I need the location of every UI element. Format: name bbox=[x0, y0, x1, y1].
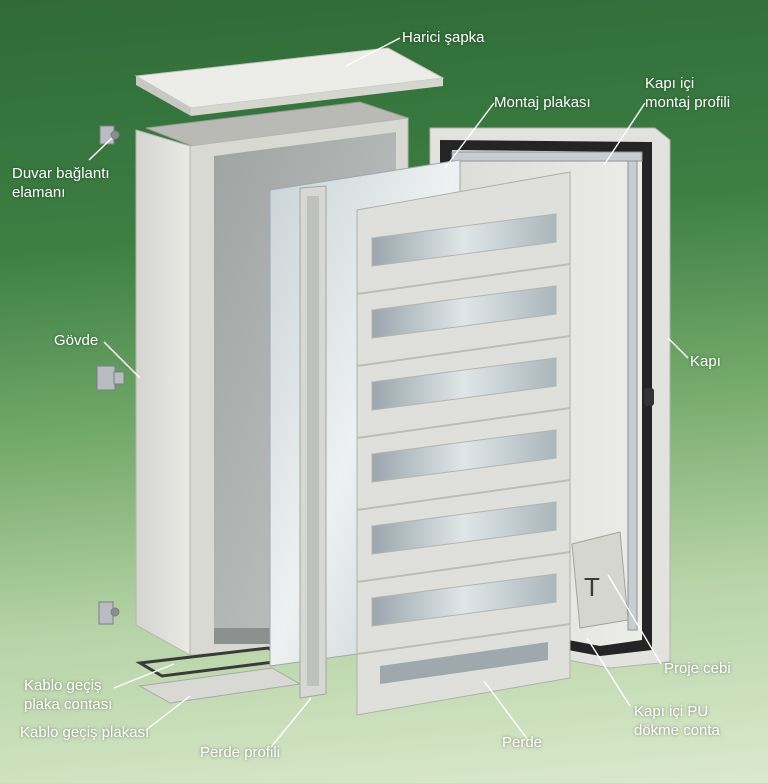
label-kablo-gecis-conta-line1: Kablo geçiş bbox=[24, 677, 102, 694]
label-perde-profili: Perde profili bbox=[200, 744, 281, 761]
curtain-panels bbox=[356, 171, 571, 716]
top-hat bbox=[134, 47, 445, 116]
curtain-profile-part bbox=[299, 185, 327, 699]
label-duvar-baglanti-line2: elamanı bbox=[12, 184, 66, 201]
label-kapi-ici-pu-line1: Kapı içi PU bbox=[634, 703, 709, 720]
label-kablo-gecis-plakasi: Kablo geçiş plakası bbox=[20, 724, 150, 741]
wall-brackets bbox=[96, 125, 125, 625]
project-pocket-letter: T bbox=[584, 572, 600, 602]
cable-gland-plate bbox=[138, 667, 302, 704]
label-kablo-gecis-conta-line2: plaka contası bbox=[24, 696, 113, 713]
leader-lines bbox=[88, 37, 689, 747]
label-harici-sapka: Harici şapka bbox=[402, 29, 485, 46]
label-kapi: Kapı bbox=[690, 353, 721, 370]
label-kapi-ici-profil-line1: Kapı içi bbox=[645, 75, 695, 92]
label-perde: Perde bbox=[502, 734, 543, 751]
label-proje-cebi: Proje cebi bbox=[664, 660, 731, 677]
label-montaj-plakasi: Montaj plakası bbox=[494, 94, 591, 111]
label-duvar-baglanti-line1: Duvar bağlantı bbox=[12, 165, 110, 182]
label-govde: Gövde bbox=[54, 332, 99, 349]
label-kapi-ici-pu-line2: dökme conta bbox=[634, 722, 720, 739]
label-kapi-ici-profil-line2: montaj profili bbox=[645, 94, 731, 111]
